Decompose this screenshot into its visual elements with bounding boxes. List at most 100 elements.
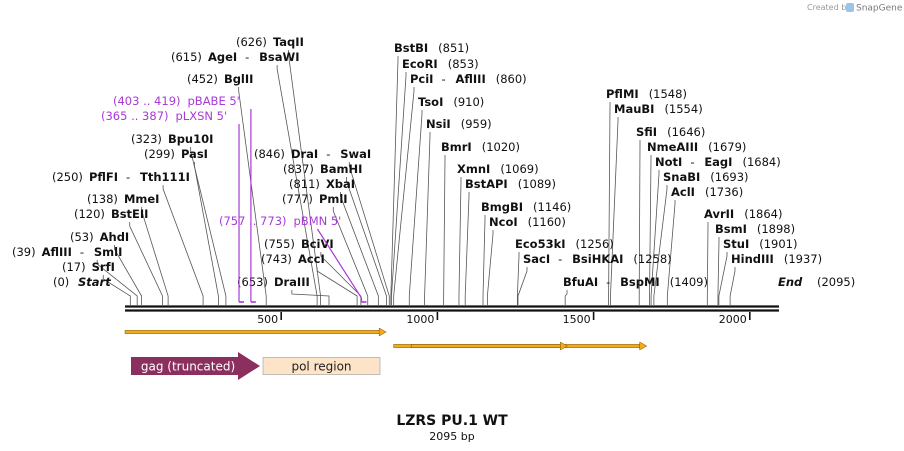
enzyme-site[interactable]: (17)SrfI	[62, 260, 115, 274]
enzyme-site[interactable]: (299)PasI	[144, 147, 208, 161]
enzyme-site[interactable]: (626)TaqII	[236, 35, 304, 49]
enzyme-site[interactable]: BfuAI-BspMI(1409)	[563, 275, 708, 289]
enzyme-position: (1258)	[633, 252, 671, 266]
enzyme-site[interactable]: (250)PflFI-Tth111I	[52, 170, 190, 184]
enzyme-name: BciVI	[301, 237, 334, 251]
enzyme-name: NcoI	[489, 215, 518, 229]
enzyme-position: (1020)	[482, 140, 520, 154]
dna-backbone	[125, 305, 779, 312]
enzyme-site[interactable]: EcoRI(853)	[402, 57, 479, 71]
enzyme-leader	[393, 87, 415, 305]
enzyme-name: PciI	[410, 72, 433, 86]
enzyme-leader	[649, 155, 652, 305]
primer-site[interactable]: (757 .. 773)pBMN 5'	[219, 214, 367, 303]
primer-site[interactable]: (403 .. 419)pBABE 5'	[113, 94, 256, 303]
enzyme-position: (853)	[448, 57, 479, 71]
enzyme-leader	[653, 185, 668, 305]
enzyme-leader	[346, 177, 387, 305]
enzyme-name: BmrI	[441, 140, 472, 154]
gag-arrow-shape	[131, 352, 260, 380]
enzyme-name: XmnI	[457, 162, 490, 176]
enzyme-leader	[610, 117, 619, 305]
enzyme-site[interactable]: Eco53kI(1256)	[515, 237, 614, 251]
enzyme-site[interactable]: (653)DraIII	[237, 275, 310, 289]
enzyme-site[interactable]: BstBI(851)	[394, 41, 469, 55]
enzyme-name-2: SmlI	[94, 245, 123, 259]
enzyme-name: BsmI	[715, 222, 747, 236]
feature-pol-region[interactable]: pol region	[262, 357, 381, 375]
enzyme-site[interactable]: (846)DraI-SwaI	[254, 147, 371, 161]
enzyme-site[interactable]: XmnI(1069)	[457, 162, 539, 176]
enzyme-name: SfiI	[636, 125, 657, 139]
enzyme-site[interactable]: (138)MmeI	[87, 192, 159, 206]
enzyme-site[interactable]: MauBI(1554)	[614, 102, 703, 116]
enzyme-site[interactable]: (837)BamHI	[283, 162, 362, 176]
enzyme-name: PasI	[181, 147, 208, 161]
enzyme-separator: -	[126, 170, 130, 184]
enzyme-site[interactable]: NcoI(1160)	[489, 215, 566, 229]
enzyme-position: (837)	[283, 162, 314, 176]
enzyme-site[interactable]: (120)BstEII	[74, 207, 148, 221]
enzyme-separator: -	[80, 245, 84, 259]
enzyme-site[interactable]: (743) AccI	[261, 252, 325, 266]
orf-bar	[124, 330, 381, 334]
enzyme-position: (250)	[52, 170, 83, 184]
feature-gag-truncated[interactable]: gag (truncated)	[131, 352, 260, 380]
enzyme-leader	[424, 132, 431, 305]
enzyme-site[interactable]: BmgBI(1146)	[481, 200, 571, 214]
pol-label: pol region	[291, 360, 351, 374]
enzyme-separator: -	[606, 275, 610, 289]
enzyme-site[interactable]: (53)AhdI	[70, 230, 129, 244]
enzyme-name-2: SwaI	[340, 147, 371, 161]
enzyme-site[interactable]: (39)AflIII-SmlI	[12, 245, 122, 259]
enzyme-site[interactable]: NotI-EagI(1684)	[655, 155, 781, 169]
enzyme-name: StuI	[723, 237, 749, 251]
enzyme-position: (1146)	[533, 200, 571, 214]
enzyme-site[interactable]: (615)AgeI-BsaWI	[171, 50, 300, 64]
enzyme-name: BstAPI	[465, 177, 508, 191]
enzyme-site[interactable]: SfiI(1646)	[636, 125, 705, 139]
enzyme-name: PflFI	[89, 170, 118, 184]
gag-label: gag (truncated)	[141, 360, 235, 374]
enzyme-site[interactable]: NsiI(959)	[426, 117, 492, 131]
primer-range: (365 .. 387)	[101, 109, 169, 123]
enzyme-name: BfuAI	[563, 275, 598, 289]
enzyme-name: AccI	[298, 252, 325, 266]
orf-arrow[interactable]	[410, 341, 568, 351]
enzyme-name: Bpu10I	[168, 132, 213, 146]
enzyme-site[interactable]: NmeAIII(1679)	[647, 140, 746, 154]
primer-site[interactable]: (365 .. 387)pLXSN 5'	[101, 109, 245, 303]
enzyme-position: (743)	[261, 252, 292, 266]
primer-range: (403 .. 419)	[113, 94, 181, 108]
enzyme-name: BstBI	[394, 41, 428, 55]
ruler-tick-label: 2000	[719, 313, 747, 326]
enzyme-site[interactable]: StuI(1901)	[723, 237, 798, 251]
enzyme-position: (615)	[171, 50, 202, 64]
enzyme-name: NsiI	[426, 117, 451, 131]
enzyme-site[interactable]: BmrI (1020)	[441, 140, 520, 154]
enzyme-site[interactable]: (452)BglII	[187, 72, 253, 86]
enzyme-leader	[486, 230, 494, 305]
enzyme-position: (1693)	[710, 170, 748, 184]
enzyme-site[interactable]: (777)PmlI	[282, 192, 348, 206]
enzyme-site[interactable]: AvrII(1864)	[704, 207, 782, 221]
enzyme-name: Eco53kI	[515, 237, 566, 251]
enzyme-name: AclI	[671, 185, 695, 199]
enzyme-site[interactable]: SnaBI(1693)	[663, 170, 749, 184]
enzyme-site[interactable]: BstAPI(1089)	[465, 177, 556, 191]
enzyme-name: SrfI	[92, 260, 115, 274]
enzyme-site[interactable]: AclI(1736)	[671, 185, 743, 199]
enzyme-site[interactable]: (323)Bpu10I	[131, 132, 213, 146]
enzyme-site[interactable]: BsmI(1898)	[715, 222, 795, 236]
enzyme-site[interactable]: PciI-AflIII(860)	[410, 72, 527, 86]
enzyme-site[interactable]: PflMI(1548)	[606, 87, 687, 101]
enzyme-site[interactable]: HindIII(1937)	[731, 252, 822, 266]
enzyme-site[interactable]: SacI-BsiHKAI(1258)	[523, 252, 672, 266]
enzyme-leader	[666, 200, 676, 305]
enzyme-site[interactable]: (811)XbaI	[289, 177, 355, 191]
enzyme-separator: -	[558, 252, 562, 266]
orf-arrow[interactable]	[124, 327, 387, 337]
enzyme-site[interactable]: TsoI(910)	[418, 95, 484, 109]
enzyme-position: (1684)	[742, 155, 780, 169]
